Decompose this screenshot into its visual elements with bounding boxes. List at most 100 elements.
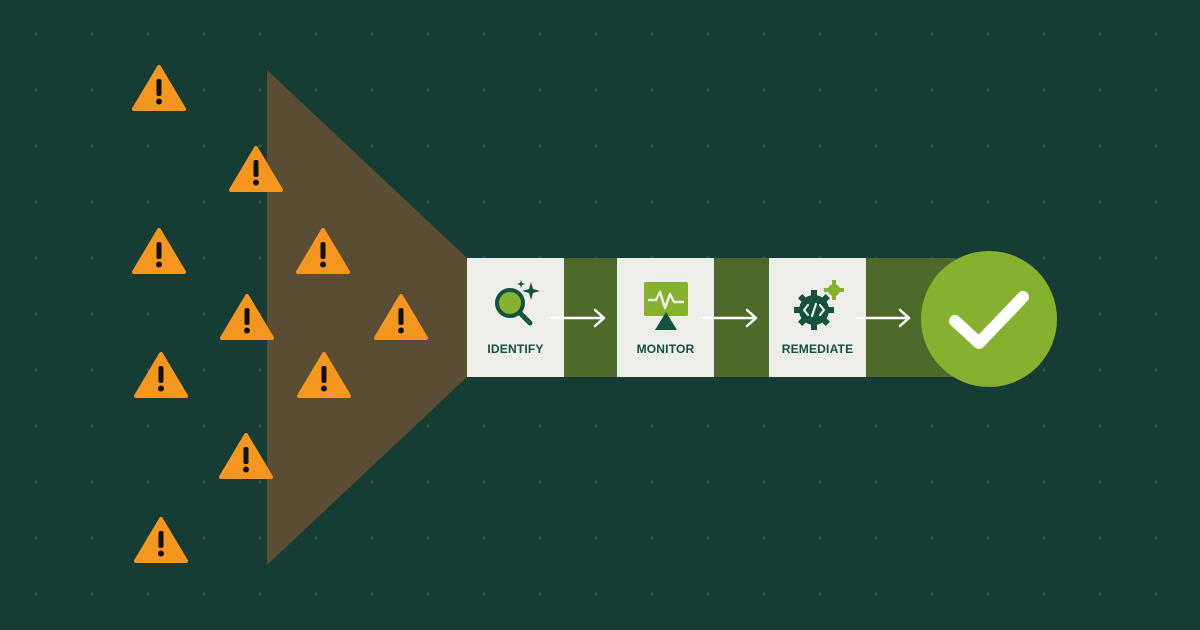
grid-dot <box>202 256 206 260</box>
grid-dot <box>594 592 598 596</box>
grid-dot <box>594 32 598 36</box>
grid-dot <box>1042 32 1046 36</box>
grid-dot <box>818 424 822 428</box>
grid-dot <box>762 200 766 204</box>
grid-dot <box>426 32 430 36</box>
grid-dot <box>818 592 822 596</box>
grid-dot <box>1042 592 1046 596</box>
grid-dot <box>482 200 486 204</box>
gear-code-icon <box>793 280 844 330</box>
warning-icon <box>132 228 186 274</box>
grid-dot <box>874 424 878 428</box>
grid-dot <box>818 32 822 36</box>
grid-dot <box>202 368 206 372</box>
grid-dot <box>146 312 150 316</box>
grid-dot <box>34 368 38 372</box>
grid-dot <box>762 592 766 596</box>
grid-dot <box>482 88 486 92</box>
grid-dot <box>650 536 654 540</box>
grid-dot <box>202 312 206 316</box>
grid-dot <box>818 480 822 484</box>
grid-dot <box>34 32 38 36</box>
grid-dot <box>34 592 38 596</box>
grid-dot <box>426 88 430 92</box>
grid-dot <box>258 480 262 484</box>
grid-dot <box>986 536 990 540</box>
warning-icon <box>134 517 188 563</box>
grid-dot <box>202 88 206 92</box>
warning-icon <box>296 228 350 274</box>
grid-dot <box>986 144 990 148</box>
grid-dot <box>1042 424 1046 428</box>
grid-dot <box>1098 536 1102 540</box>
grid-dot <box>538 32 542 36</box>
step-label: REMEDIATE <box>781 342 854 356</box>
grid-dot <box>1042 256 1046 260</box>
grid-dot <box>482 536 486 540</box>
grid-dot <box>90 144 94 148</box>
grid-dot <box>34 424 38 428</box>
warning-icon <box>220 294 274 340</box>
grid-dot <box>314 536 318 540</box>
grid-dot <box>1098 144 1102 148</box>
arrow-right-icon <box>550 308 606 328</box>
grid-dot <box>90 592 94 596</box>
grid-dot <box>258 88 262 92</box>
grid-dot <box>706 424 710 428</box>
grid-dot <box>762 424 766 428</box>
grid-dot <box>930 424 934 428</box>
grid-dot <box>90 32 94 36</box>
grid-dot <box>426 200 430 204</box>
grid-dot <box>146 200 150 204</box>
grid-dot <box>1154 256 1158 260</box>
grid-dot <box>482 480 486 484</box>
grid-dot <box>818 144 822 148</box>
step-label: IDENTIFY <box>487 342 544 356</box>
grid-dot <box>426 536 430 540</box>
grid-dot <box>146 592 150 596</box>
warning-icon <box>219 433 273 479</box>
grid-dot <box>314 88 318 92</box>
grid-dot <box>762 536 766 540</box>
warning-icon <box>229 146 283 192</box>
warning-icon <box>297 352 351 398</box>
grid-dot <box>874 32 878 36</box>
grid-dot <box>202 32 206 36</box>
grid-dot <box>1154 592 1158 596</box>
grid-dot <box>90 312 94 316</box>
grid-dot <box>930 200 934 204</box>
grid-dot <box>1042 368 1046 372</box>
grid-dot <box>90 424 94 428</box>
grid-dot <box>986 424 990 428</box>
grid-dot <box>986 32 990 36</box>
grid-dot <box>426 424 430 428</box>
grid-dot <box>762 144 766 148</box>
grid-dot <box>258 592 262 596</box>
grid-dot <box>258 424 262 428</box>
warning-icon <box>374 294 428 340</box>
grid-dot <box>1154 368 1158 372</box>
grid-dot <box>34 88 38 92</box>
grid-dot <box>538 424 542 428</box>
grid-dot <box>930 144 934 148</box>
arrow-right-icon <box>855 308 911 328</box>
grid-dot <box>594 536 598 540</box>
grid-dot <box>370 536 374 540</box>
grid-dot <box>874 480 878 484</box>
grid-dot <box>762 480 766 484</box>
grid-dot <box>538 480 542 484</box>
grid-dot <box>90 368 94 372</box>
grid-dot <box>1042 144 1046 148</box>
grid-dot <box>482 424 486 428</box>
funnel <box>267 70 467 565</box>
grid-dot <box>34 312 38 316</box>
grid-dot <box>650 32 654 36</box>
grid-dot <box>706 536 710 540</box>
grid-dot <box>706 144 710 148</box>
grid-dot <box>258 144 262 148</box>
grid-dot <box>34 256 38 260</box>
grid-dot <box>986 88 990 92</box>
grid-dot <box>258 32 262 36</box>
grid-dot <box>930 592 934 596</box>
grid-dot <box>1042 88 1046 92</box>
